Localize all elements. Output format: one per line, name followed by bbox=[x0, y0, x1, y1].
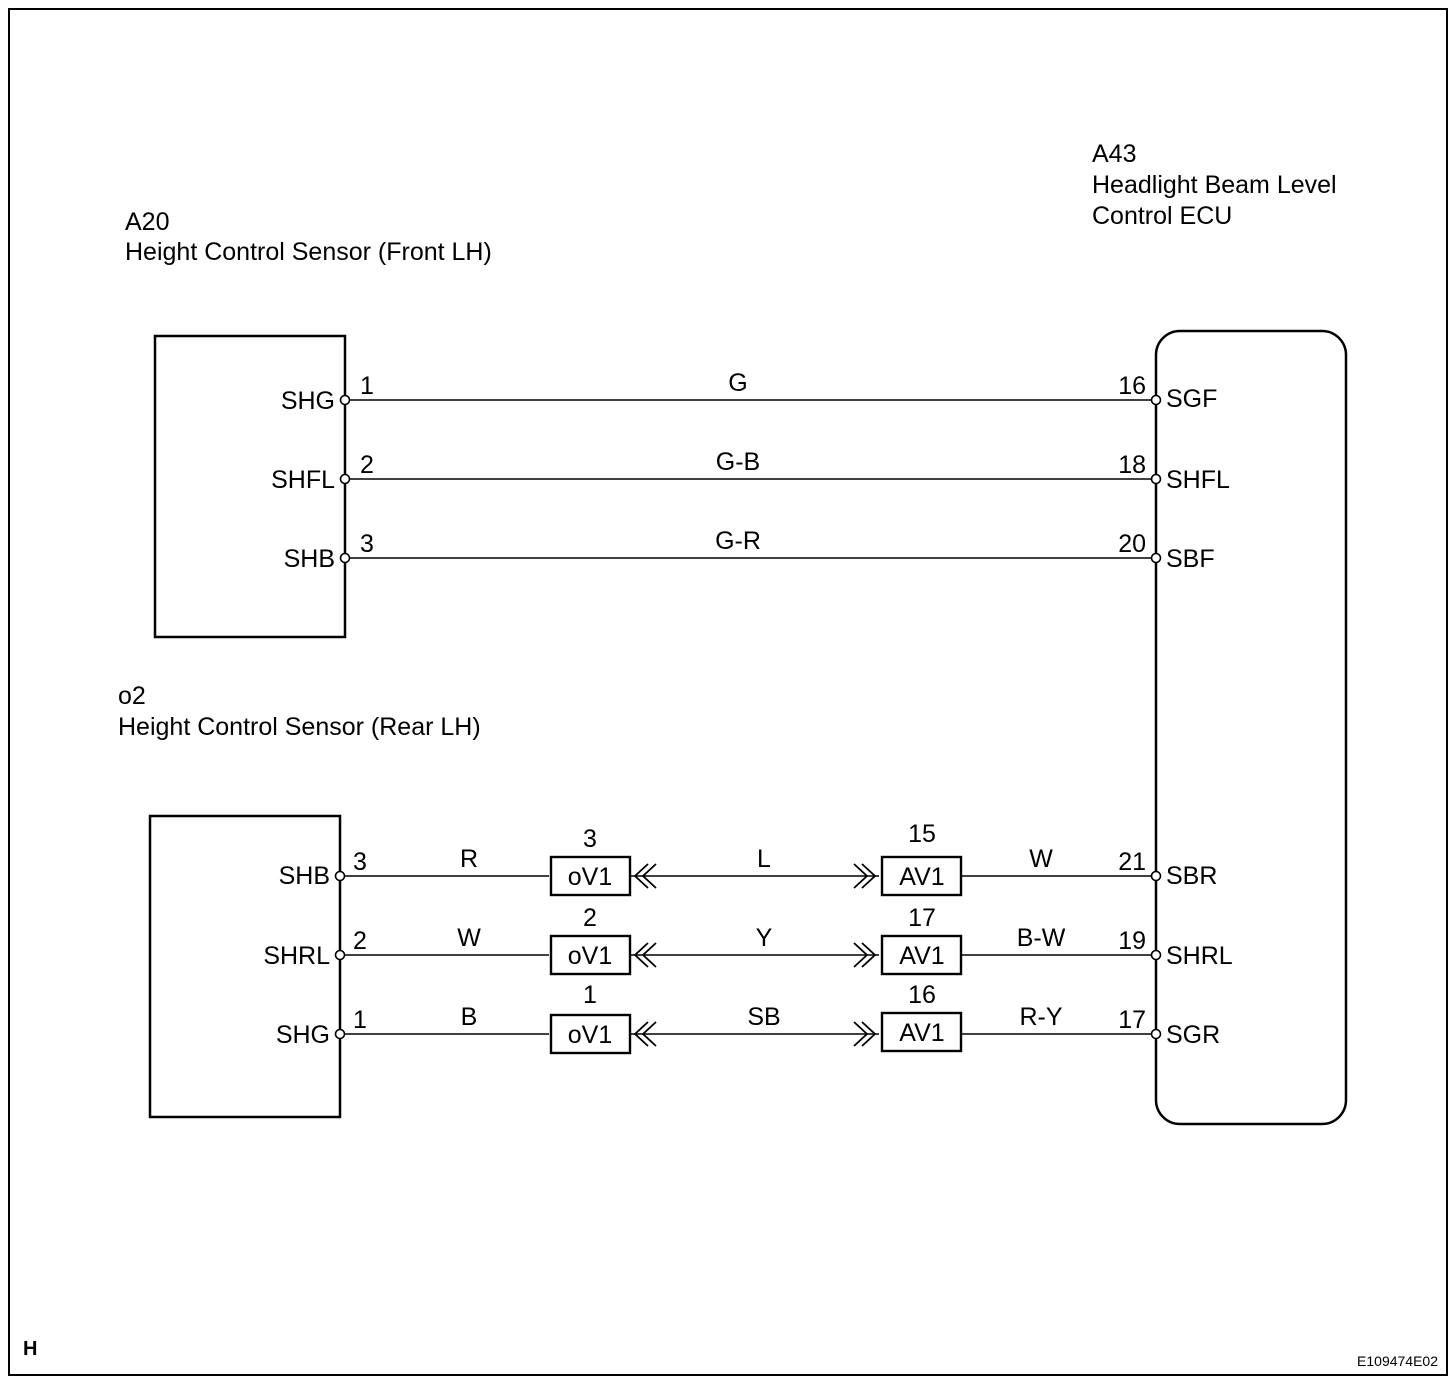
wire-color: L bbox=[757, 845, 771, 873]
wire-color: R bbox=[460, 845, 478, 873]
connector-label: oV1 bbox=[568, 942, 612, 970]
a43-code: A43 bbox=[1092, 140, 1136, 168]
connector-chevron-icon bbox=[633, 1021, 657, 1047]
connector-pin-number: 16 bbox=[908, 981, 936, 1009]
wire-color: G-B bbox=[716, 448, 760, 476]
wire-color: W bbox=[1029, 845, 1053, 873]
connector-chevron-icon bbox=[853, 942, 877, 968]
pin-name: SHFL bbox=[271, 466, 335, 494]
a20-name: Height Control Sensor (Front LH) bbox=[125, 238, 492, 266]
connector-pin-number: 1 bbox=[583, 981, 597, 1009]
o2-code: o2 bbox=[118, 682, 146, 710]
terminal-point bbox=[1150, 870, 1162, 882]
wire-color: B bbox=[461, 1003, 478, 1031]
pin-number: 1 bbox=[360, 372, 374, 400]
connector-pin-number: 15 bbox=[908, 820, 936, 848]
pin-number: 2 bbox=[353, 927, 367, 955]
connector-label: AV1 bbox=[899, 863, 944, 891]
connector-ov1-box bbox=[549, 934, 632, 976]
wire-color: SB bbox=[747, 1003, 780, 1031]
connector-chevron-icon bbox=[633, 942, 657, 968]
a43-ecu-box bbox=[1154, 329, 1348, 1126]
terminal-point bbox=[1150, 1028, 1162, 1040]
front-wire-1: SHG 1 G 16 SGF bbox=[281, 369, 1218, 415]
terminal-point bbox=[339, 394, 351, 406]
a43-name-line2: Control ECU bbox=[1092, 202, 1232, 230]
wire-color: W bbox=[457, 924, 481, 952]
pin-number: 18 bbox=[1118, 451, 1146, 479]
connector-label: oV1 bbox=[568, 1021, 612, 1049]
connector-pin-number: 3 bbox=[583, 825, 597, 853]
connector-label: oV1 bbox=[568, 863, 612, 891]
pin-name: SBF bbox=[1166, 545, 1215, 573]
terminal-point bbox=[334, 949, 346, 961]
terminal-point bbox=[1150, 949, 1162, 961]
o2-name: Height Control Sensor (Rear LH) bbox=[118, 713, 481, 741]
pin-name: SGR bbox=[1166, 1021, 1220, 1049]
a43-name-line1: Headlight Beam Level bbox=[1092, 171, 1337, 199]
pin-name: SHG bbox=[281, 387, 335, 415]
rear-wire-2: SHRL 2 W 2 oV1 Y 17 AV1 B-W 19 SHRL bbox=[263, 904, 1233, 976]
pin-name: SBR bbox=[1166, 862, 1217, 890]
pin-name: SHG bbox=[276, 1021, 330, 1049]
pin-number: 1 bbox=[353, 1006, 367, 1034]
wire-color: Y bbox=[756, 924, 773, 952]
pin-number: 20 bbox=[1118, 530, 1146, 558]
pin-number: 2 bbox=[360, 451, 374, 479]
terminal-point bbox=[334, 1028, 346, 1040]
diagram-frame bbox=[8, 8, 1448, 1376]
connector-pin-number: 17 bbox=[908, 904, 936, 932]
rear-wire-3: SHG 1 B 1 oV1 SB 16 AV1 R-Y 17 SGR bbox=[276, 981, 1220, 1055]
o2-sensor-box bbox=[148, 814, 342, 1119]
connector-av1-box bbox=[880, 855, 963, 897]
a20-sensor-box bbox=[153, 334, 347, 639]
wire-color: R-Y bbox=[1019, 1003, 1062, 1031]
terminal-point bbox=[1150, 473, 1162, 485]
connector-av1-box bbox=[880, 1011, 963, 1053]
pin-name: SHRL bbox=[1166, 942, 1233, 970]
connector-chevron-icon bbox=[853, 1021, 877, 1047]
wire-color: G-R bbox=[715, 527, 761, 555]
connector-ov1-box bbox=[549, 855, 632, 897]
pin-name: SHB bbox=[284, 545, 335, 573]
rear-wire-1: SHB 3 R 3 oV1 L 15 AV1 W 21 SBR bbox=[279, 820, 1217, 897]
connector-pin-number: 2 bbox=[583, 904, 597, 932]
corner-mark: H bbox=[23, 1338, 37, 1360]
pin-name: SGF bbox=[1166, 385, 1217, 413]
pin-number: 17 bbox=[1118, 1006, 1146, 1034]
pin-name: SHRL bbox=[263, 942, 330, 970]
figure-id: E109474E02 bbox=[1357, 1353, 1438, 1369]
pin-name: SHB bbox=[279, 862, 330, 890]
connector-av1-box bbox=[880, 934, 963, 976]
connector-chevron-icon bbox=[853, 863, 877, 889]
connector-label: AV1 bbox=[899, 942, 944, 970]
wire-color: G bbox=[728, 369, 747, 397]
a20-code: A20 bbox=[125, 208, 169, 236]
terminal-point bbox=[1150, 394, 1162, 406]
pin-number: 16 bbox=[1118, 372, 1146, 400]
connector-chevron-icon bbox=[633, 863, 657, 889]
terminal-point bbox=[339, 473, 351, 485]
pin-name: SHFL bbox=[1166, 466, 1230, 494]
pin-number: 21 bbox=[1118, 848, 1146, 876]
terminal-point bbox=[1150, 552, 1162, 564]
wire-color: B-W bbox=[1017, 924, 1066, 952]
front-wire-2: SHFL 2 G-B 18 SHFL bbox=[271, 448, 1230, 494]
front-wire-3: SHB 3 G-R 20 SBF bbox=[284, 527, 1215, 573]
pin-number: 19 bbox=[1118, 927, 1146, 955]
pin-number: 3 bbox=[360, 530, 374, 558]
pin-number: 3 bbox=[353, 848, 367, 876]
connector-ov1-box bbox=[549, 1013, 632, 1055]
terminal-point bbox=[334, 870, 346, 882]
terminal-point bbox=[339, 552, 351, 564]
connector-label: AV1 bbox=[899, 1019, 944, 1047]
